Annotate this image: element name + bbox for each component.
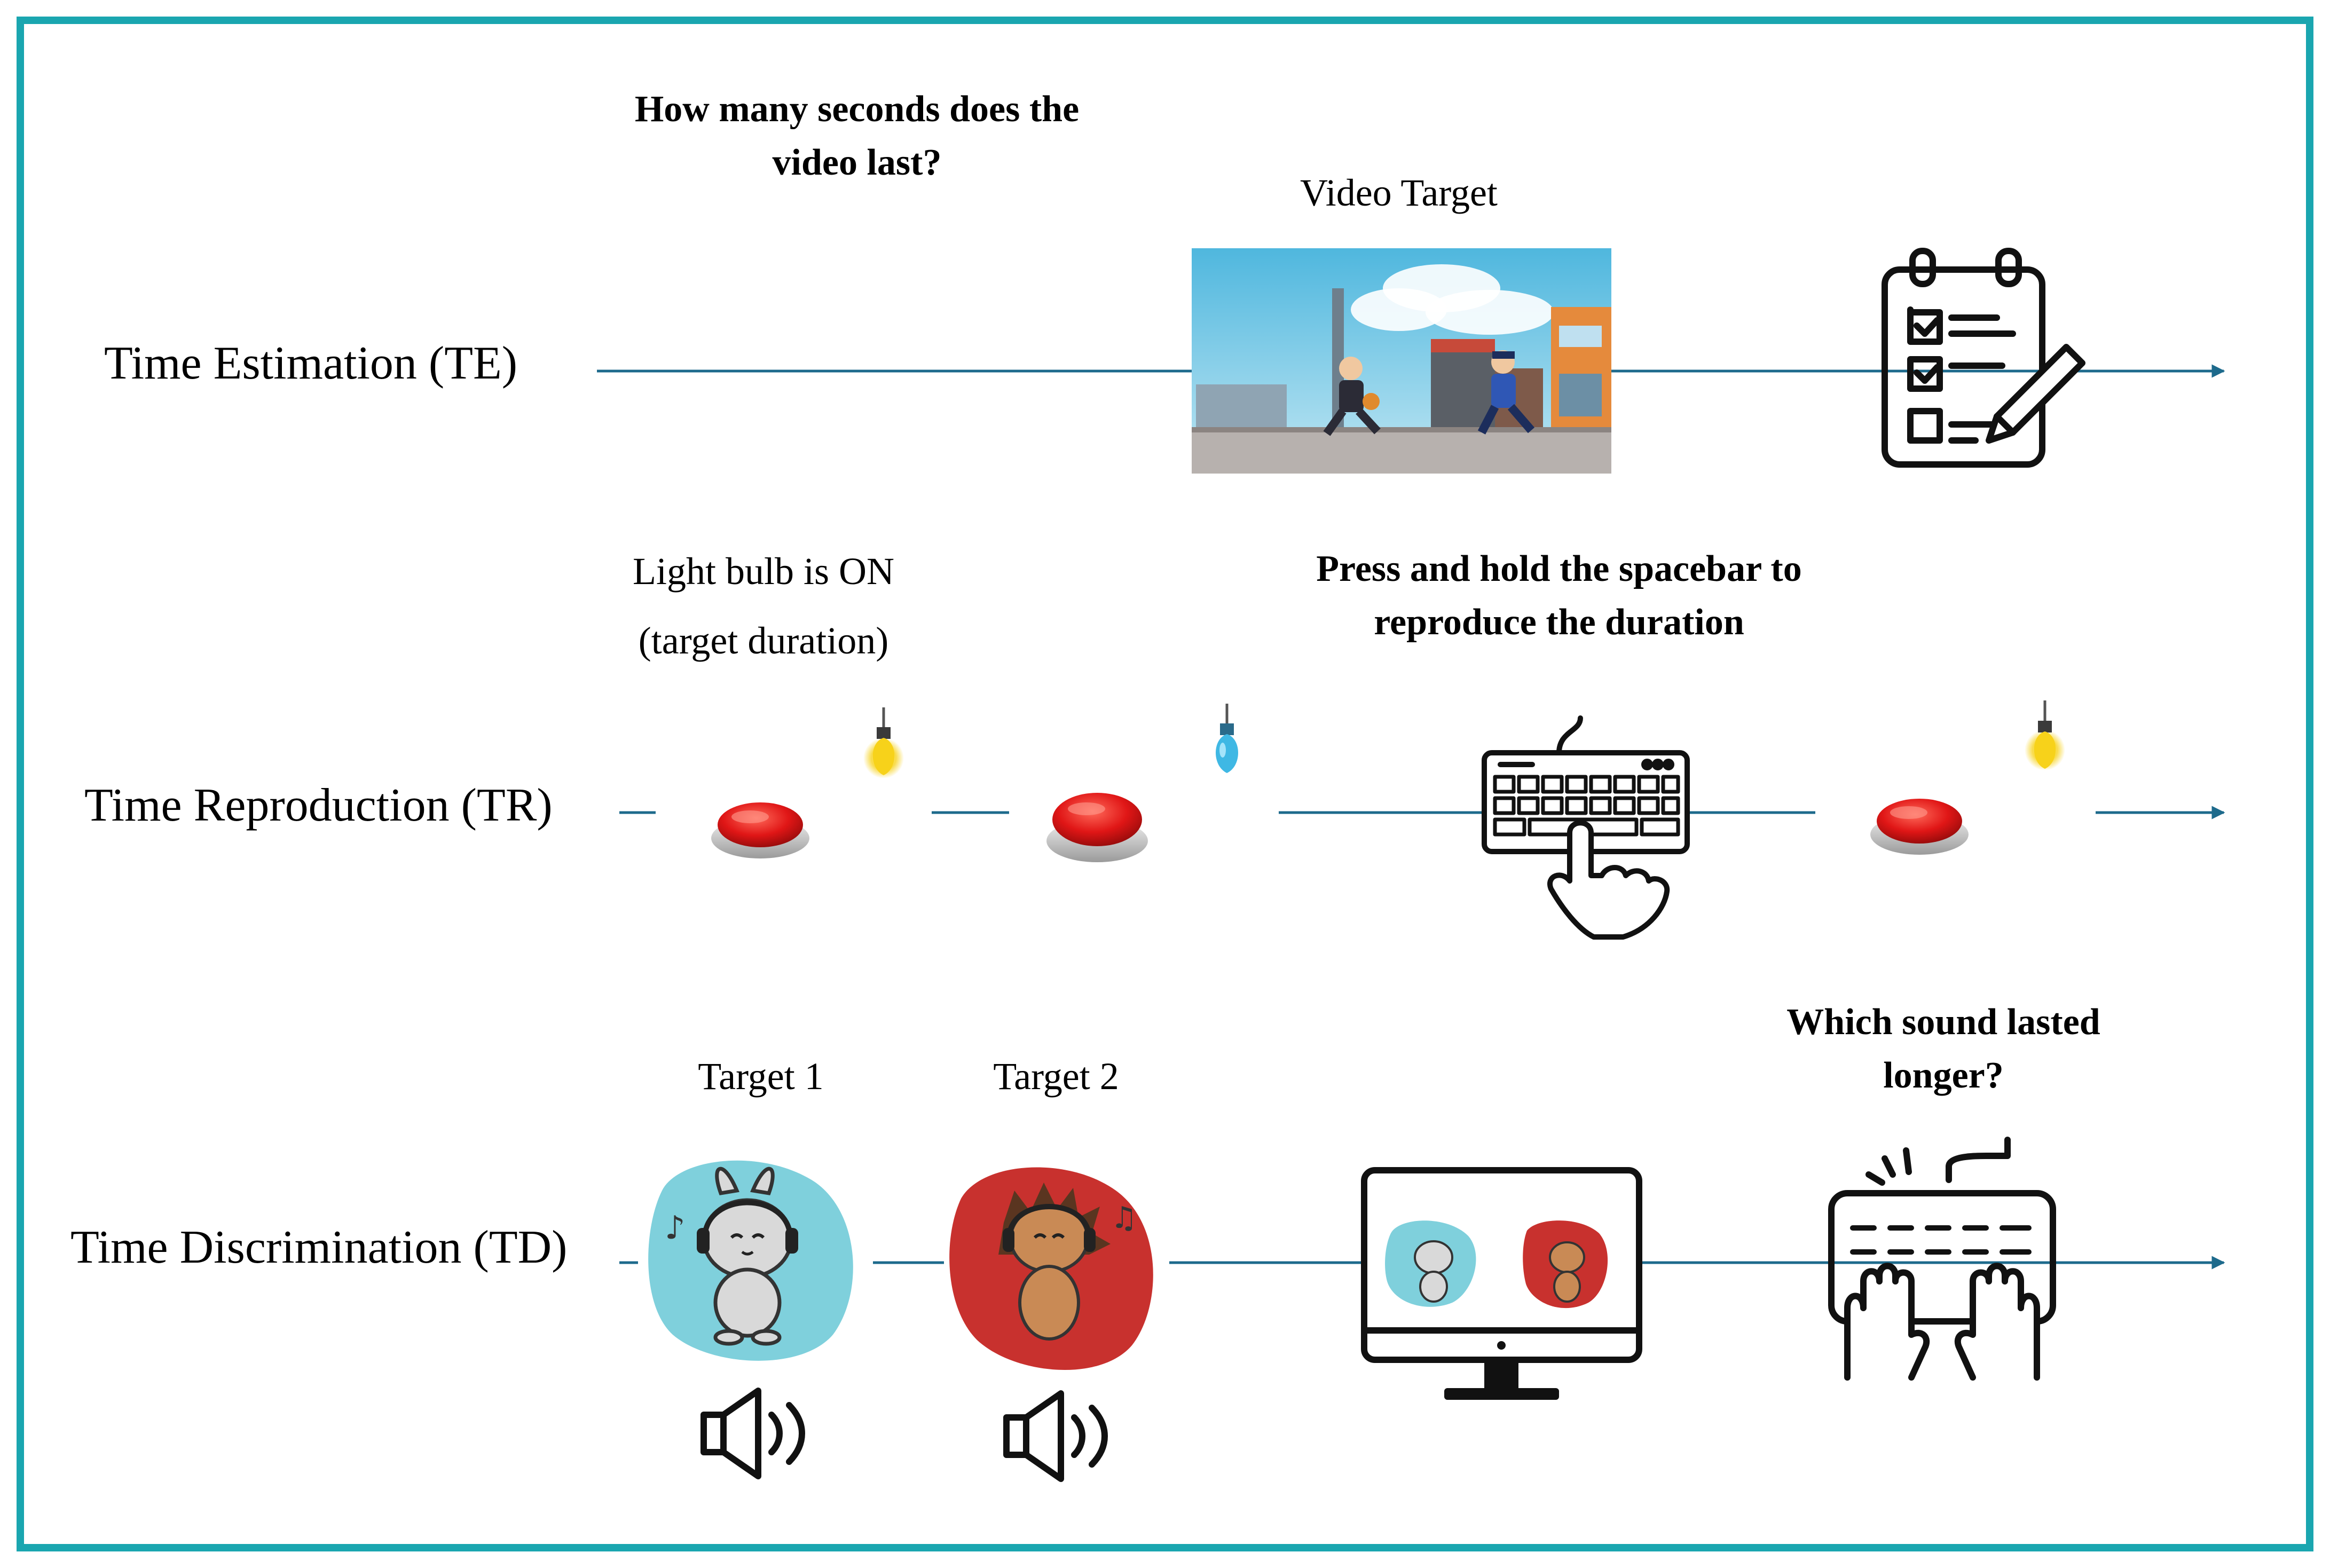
light-bulb-icon xyxy=(1216,704,1238,773)
red-button-icon xyxy=(1870,799,1969,855)
tr-instruction-line-1: Press and hold the spacebar to xyxy=(1316,548,1802,589)
te-question-line-1: How many seconds does the xyxy=(634,89,1080,130)
running-figure xyxy=(1323,357,1381,436)
monitor-icon xyxy=(1361,1167,1642,1400)
speaker-icon xyxy=(700,1388,805,1479)
bulb-caption: Light bulb is ON (target duration) xyxy=(577,537,950,675)
svg-text:♫: ♫ xyxy=(1111,1201,1137,1235)
te-question-line-2: video last? xyxy=(772,142,942,183)
target-1-label: Target 1 xyxy=(698,1055,824,1098)
tr-row-title: Time Reproduction (TR) xyxy=(84,779,553,831)
speaker-icon xyxy=(1003,1390,1108,1482)
bulb-caption-line-1: Light bulb is ON xyxy=(632,550,894,593)
target-2-label: Target 2 xyxy=(993,1055,1119,1098)
frame-border xyxy=(17,17,2313,1551)
td-question: Which sound lasted longer? xyxy=(1671,996,2216,1102)
light-bulb-icon xyxy=(863,707,904,778)
red-button-icon xyxy=(1046,793,1148,862)
tr-instruction-line-2: reproduce the duration xyxy=(1374,602,1744,643)
hedgehog-headphones-icon: ♫ xyxy=(949,1167,1153,1370)
te-question: How many seconds does the video last? xyxy=(590,83,1124,190)
tr-instruction: Press and hold the spacebar to reproduce… xyxy=(1239,542,1879,649)
police-figure xyxy=(1477,350,1535,435)
keyboard-hand-icon xyxy=(1482,715,1690,940)
te-row-title: Time Estimation (TE) xyxy=(104,337,518,389)
clipboard-checklist-icon xyxy=(1882,248,2085,468)
td-row-title: Time Discrimination (TD) xyxy=(70,1222,568,1273)
svg-text:♪: ♪ xyxy=(665,1209,685,1247)
video-still-icon xyxy=(1192,248,1611,474)
td-question-line-1: Which sound lasted xyxy=(1786,1002,2100,1043)
red-button-icon xyxy=(711,802,809,858)
td-question-line-2: longer? xyxy=(1883,1055,2004,1096)
bulb-caption-line-2: (target duration) xyxy=(638,619,889,662)
typing-keyboard-icon xyxy=(1828,1137,2056,1381)
video-caption: Video Target xyxy=(1300,171,1498,214)
light-bulb-icon xyxy=(2025,700,2065,770)
bunny-headphones-icon: ♪ xyxy=(648,1160,853,1361)
